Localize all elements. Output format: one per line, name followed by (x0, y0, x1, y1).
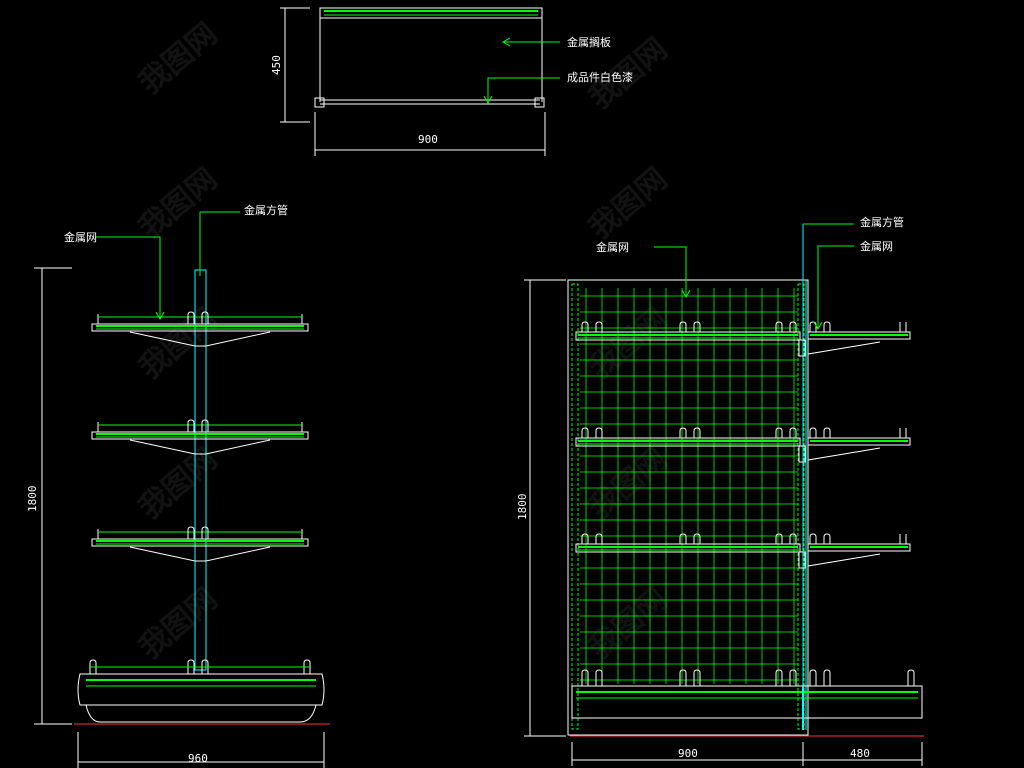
shelf-hook (201, 419, 209, 432)
shelf-hook (595, 321, 603, 332)
shelf-hook (581, 427, 589, 438)
watermark: 我图网 (133, 581, 224, 666)
top-plan-view: 450 900 金属搁板 成品件白色漆 (270, 7, 633, 156)
shelf-clip (798, 445, 806, 463)
watermark: 我图网 (583, 441, 674, 526)
shelf-bracket (129, 439, 271, 455)
shelf-board (91, 323, 309, 332)
shelf-hook (581, 669, 589, 686)
shelf-hook (89, 659, 97, 674)
left-shelf (91, 526, 309, 562)
left-shelf (91, 419, 309, 455)
shelf-board (575, 437, 801, 447)
shelf-hook (201, 526, 209, 539)
shelf-bracket (129, 546, 271, 562)
right-shelf (575, 533, 911, 569)
shelf-hook (809, 533, 817, 544)
shelf-hook (809, 669, 817, 686)
shelf-hook (679, 669, 687, 686)
watermark-layer: 我图网 我图网 我图网 我图网 我图网 我图网 我图网 我图网 我图网 我图网 (133, 16, 674, 666)
dim-top-height: 450 (270, 55, 283, 75)
shelf-hook (595, 669, 603, 686)
dim-right-width-main: 900 (678, 747, 698, 760)
shelf-hook (823, 427, 831, 438)
right-front-view: 金属网 金属方管 金属网 1800 900 480 (516, 215, 924, 766)
label-top-finish: 成品件白色漆 (567, 70, 633, 84)
right-shelf (575, 321, 911, 357)
watermark: 我图网 (133, 441, 224, 526)
side-shelf-bracket (807, 446, 881, 461)
dim-left-width: 960 (188, 752, 208, 765)
left-shelf (91, 311, 309, 347)
shelf-hook (823, 321, 831, 332)
shelf-hook (595, 427, 603, 438)
left-side-view: 金属方管 金属网 1800 960 (26, 203, 330, 768)
right-shelf (575, 427, 911, 463)
shelf-hook (187, 526, 195, 539)
dim-top-width: 900 (418, 133, 438, 146)
shelf-hook (775, 533, 783, 544)
label-right-metal-tube: 金属方管 (860, 215, 904, 229)
shelf-hook (907, 669, 915, 686)
shelf-hook (775, 669, 783, 686)
shelf-hook (679, 533, 687, 544)
shelf-hook (693, 427, 701, 438)
shelf-board (575, 543, 801, 553)
shelf-bracket (129, 331, 271, 347)
shelf-board (575, 331, 801, 341)
dim-left-height: 1800 (26, 486, 39, 513)
shelf-clip (798, 551, 806, 569)
left-shelves (89, 311, 311, 674)
shelf-clip (798, 339, 806, 357)
label-right-metal-mesh-a: 金属网 (596, 240, 629, 254)
shelf-hook (693, 669, 701, 686)
shelf-hook (303, 659, 311, 674)
shelf-hook (595, 533, 603, 544)
watermark: 我图网 (133, 161, 224, 246)
shelf-hook (809, 321, 817, 332)
side-shelf-board (807, 543, 911, 552)
side-shelf-bracket (807, 552, 881, 567)
shelf-hook (679, 427, 687, 438)
watermark: 我图网 (583, 161, 674, 246)
shelf-hook (823, 669, 831, 686)
side-shelf-board (807, 331, 911, 340)
shelf-hook (823, 533, 831, 544)
shelf-hook (679, 321, 687, 332)
watermark: 我图网 (133, 16, 224, 101)
label-top-metal-board: 金属搁板 (567, 35, 611, 49)
shelf-hook (809, 427, 817, 438)
shelf-board (91, 431, 309, 440)
side-shelf-bracket (807, 340, 881, 355)
label-left-metal-mesh: 金属网 (64, 230, 97, 244)
shelf-hook (693, 533, 701, 544)
shelf-hook (775, 321, 783, 332)
dim-right-width-side: 480 (850, 747, 870, 760)
shelf-hook (581, 321, 589, 332)
shelf-board (91, 538, 309, 547)
label-right-metal-mesh-b: 金属网 (860, 239, 893, 253)
shelf-hook (789, 533, 797, 544)
shelf-hook (187, 419, 195, 432)
watermark: 我图网 (133, 301, 224, 386)
shelf-hook (581, 533, 589, 544)
shelf-hook (775, 427, 783, 438)
shelf-hook (789, 669, 797, 686)
right-shelves (575, 321, 915, 686)
side-shelf-board (807, 437, 911, 446)
shelf-hook (201, 659, 209, 674)
watermark: 我图网 (583, 581, 674, 666)
shelf-hook (187, 311, 195, 324)
shelf-hook (789, 321, 797, 332)
shelf-hook (789, 427, 797, 438)
shelf-hook (201, 311, 209, 324)
dim-right-height: 1800 (516, 494, 529, 521)
label-left-metal-tube: 金属方管 (244, 203, 288, 217)
shelf-hook (187, 659, 195, 674)
shelf-hook (693, 321, 701, 332)
